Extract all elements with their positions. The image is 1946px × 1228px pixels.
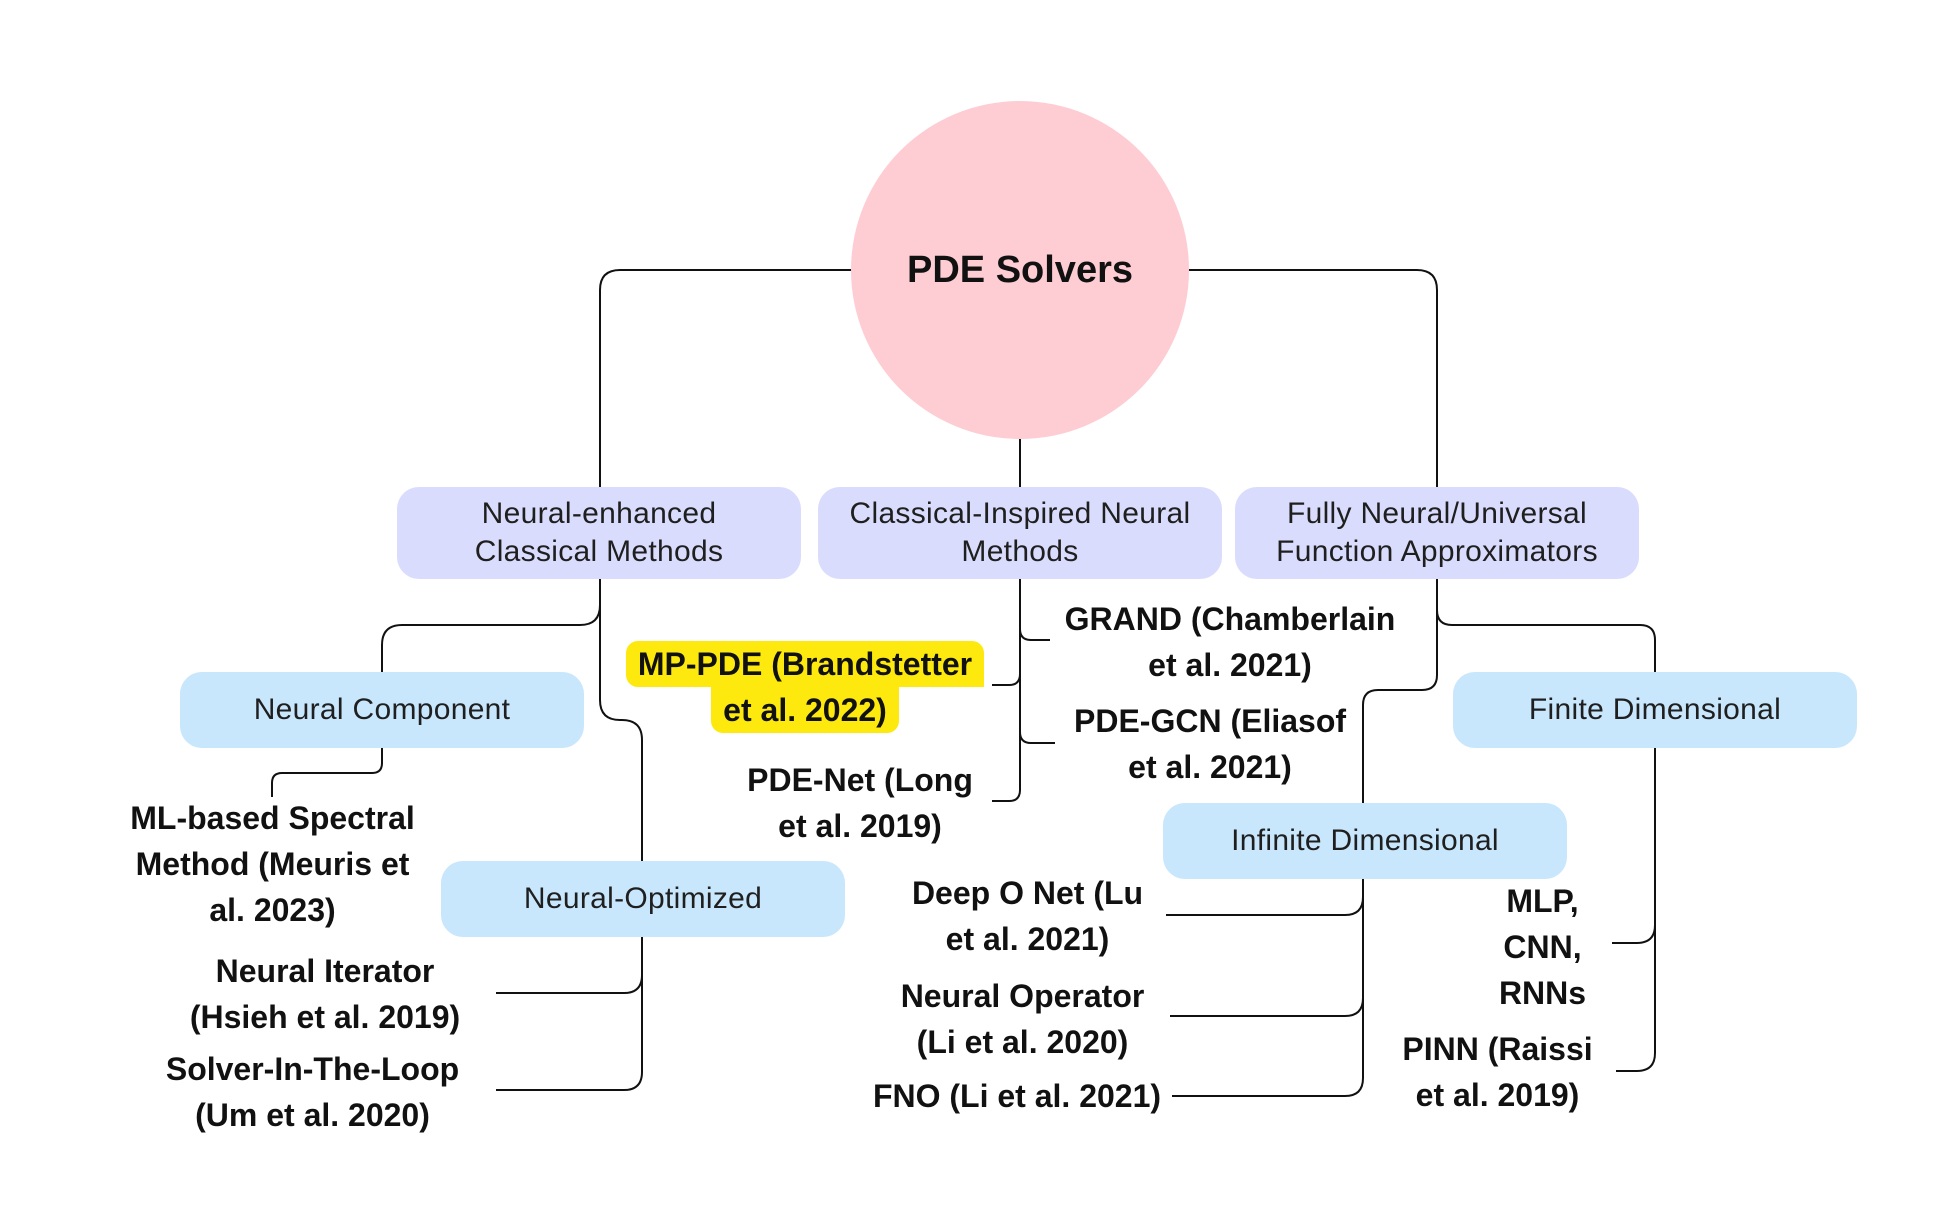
leaf-grand-line1: GRAND (Chamberlain [1064, 601, 1396, 637]
leaf-grand: GRAND (Chamberlain et al. 2021) [1050, 596, 1410, 688]
leaf-ml-spectral-method: ML-based Spectral Method (Meuris et al. … [100, 795, 445, 933]
leaf-deep-o-net-line1: Deep O Net (Lu [911, 875, 1144, 911]
leaf-neural-iterator-line1: Neural Iterator [215, 953, 435, 989]
link-nc-ml-spectral [271, 748, 383, 797]
leaf-neural-operator-line2: (Li et al. 2020) [916, 1024, 1129, 1060]
subcategory-finite-dimensional: Finite Dimensional [1453, 672, 1857, 748]
subcategory-neural-optimized: Neural-Optimized [441, 861, 845, 937]
leaf-neural-iterator: Neural Iterator (Hsieh et al. 2019) [160, 948, 490, 1040]
leaf-pde-net: PDE-Net (Long et al. 2019) [735, 757, 985, 849]
leaf-solver-in-loop-line2: (Um et al. 2020) [195, 1097, 430, 1133]
leaf-pde-gcn: PDE-GCN (Eliasof et al. 2021) [1060, 698, 1360, 790]
leaf-fno: FNO (Li et al. 2021) [862, 1073, 1172, 1119]
leaf-mlp-cnn-rnn: MLP, CNN, RNNs [1480, 878, 1605, 1016]
subcategory-neural-optimized-label: Neural-Optimized [523, 882, 763, 915]
category-fully-neural-line1: Fully Neural/Universal [1286, 497, 1588, 530]
category-fully-neural-line2: Function Approximators [1276, 535, 1598, 568]
root-label: PDE Solvers [907, 248, 1133, 291]
category-classical-inspired-line1: Classical-Inspired Neural [849, 497, 1191, 530]
link-no-solver-loop [496, 937, 643, 1091]
link-id-neural-operator [1170, 879, 1364, 1017]
subcategory-infinite-dimensional-label: Infinite Dimensional [1231, 824, 1499, 857]
link-no-neural-iterator [496, 937, 643, 994]
leaf-deep-o-net-line2: et al. 2021) [945, 921, 1110, 957]
leaf-pde-net-line2: et al. 2019) [778, 808, 942, 844]
leaf-pde-gcn-line1: PDE-GCN (Eliasof [1073, 703, 1347, 739]
link-root-fully-neural [1189, 269, 1438, 487]
leaf-ml-spectral-line3: al. 2023) [209, 892, 336, 928]
category-classical-inspired-line2: Methods [961, 535, 1079, 568]
leaf-mlp-line2: CNN, [1503, 929, 1582, 965]
subcategory-infinite-dimensional: Infinite Dimensional [1163, 803, 1567, 879]
leaf-mlp-line3: RNNs [1498, 975, 1587, 1011]
leaf-pinn-line1: PINN (Raissi [1402, 1031, 1593, 1067]
link-fd-pinn [1616, 748, 1656, 1072]
leaf-ml-spectral-line2: Method (Meuris et [135, 846, 410, 882]
leaf-neural-operator: Neural Operator (Li et al. 2020) [880, 973, 1165, 1065]
root-pde-solvers: PDE Solvers [851, 101, 1189, 439]
leaf-solver-in-the-loop: Solver-In-The-Loop (Um et al. 2020) [145, 1046, 480, 1138]
link-ne-neural-component [381, 579, 601, 672]
link-id-deep-o-net [1166, 879, 1364, 916]
leaf-pde-gcn-line2: et al. 2021) [1128, 749, 1292, 785]
link-ci-pde-net [992, 579, 1021, 802]
leaf-mlp-line1: MLP, [1506, 883, 1579, 919]
leaf-grand-line2: et al. 2021) [1148, 647, 1312, 683]
leaf-mp-pde-highlighted: MP-PDE (Brandstetter et al. 2022) [610, 641, 1000, 733]
subcategory-neural-component-label: Neural Component [253, 693, 511, 726]
link-fn-infinite [1362, 579, 1438, 803]
category-neural-enhanced: Neural-enhanced Classical Methods [397, 487, 801, 579]
category-neural-enhanced-line1: Neural-enhanced [481, 497, 717, 530]
leaf-pde-net-line1: PDE-Net (Long [747, 762, 973, 798]
category-neural-enhanced-line2: Classical Methods [474, 535, 724, 568]
leaf-neural-iterator-line2: (Hsieh et al. 2019) [189, 999, 461, 1035]
link-fd-mlp [1612, 748, 1656, 944]
link-ci-grand [1019, 579, 1050, 641]
leaf-deep-o-net: Deep O Net (Lu et al. 2021) [895, 870, 1160, 962]
leaf-pinn: PINN (Raissi et al. 2019) [1385, 1026, 1610, 1118]
leaf-mp-pde-line1: MP-PDE (Brandstetter [625, 641, 985, 687]
link-ne-neural-optimized [599, 579, 643, 861]
leaf-fno-line1: FNO (Li et al. 2021) [872, 1078, 1162, 1114]
leaf-pinn-line2: et al. 2019) [1415, 1077, 1580, 1113]
link-root-neural-enhanced [599, 269, 851, 487]
leaf-solver-in-loop-line1: Solver-In-The-Loop [165, 1051, 460, 1087]
subcategory-finite-dimensional-label: Finite Dimensional [1528, 693, 1782, 726]
category-fully-neural: Fully Neural/Universal Function Approxim… [1235, 487, 1639, 579]
link-id-fno [1172, 879, 1364, 1097]
category-classical-inspired: Classical-Inspired Neural Methods [818, 487, 1222, 579]
leaf-mp-pde-line2: et al. 2022) [711, 687, 899, 733]
link-fn-finite [1436, 579, 1656, 672]
subcategory-neural-component: Neural Component [180, 672, 584, 748]
leaf-neural-operator-line1: Neural Operator [900, 978, 1145, 1014]
leaf-ml-spectral-line1: ML-based Spectral [130, 800, 415, 836]
